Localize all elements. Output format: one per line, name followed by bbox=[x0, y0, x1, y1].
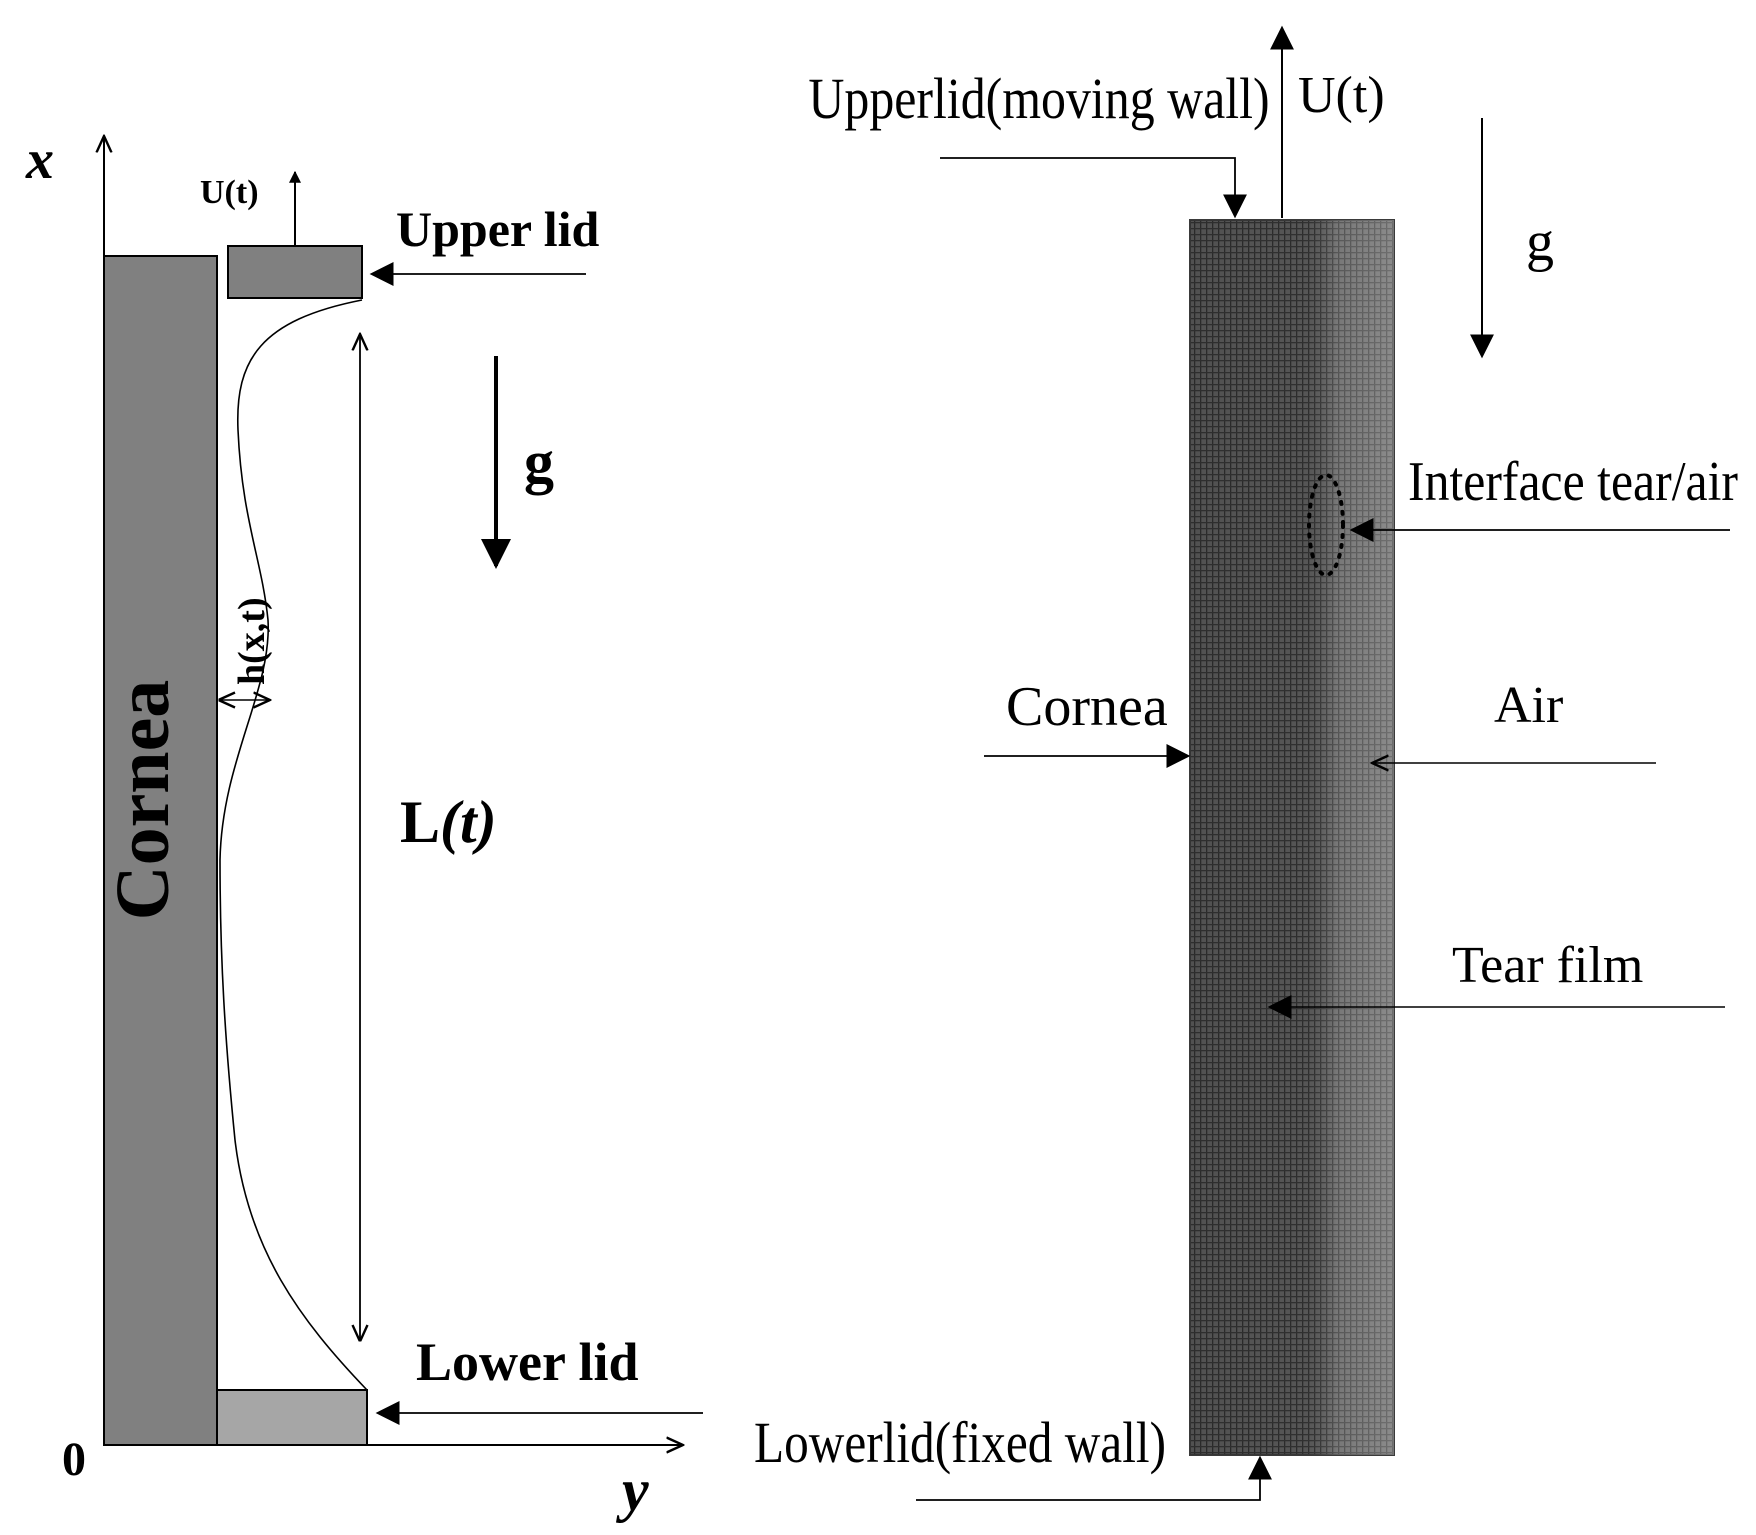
upperlid-velocity-label: U(t) bbox=[1298, 67, 1385, 124]
cornea-block bbox=[103, 255, 218, 1446]
cornea-vertical-label: Cornea bbox=[101, 680, 185, 921]
length-label: L(t) bbox=[400, 789, 497, 855]
tear-film-profile-curve bbox=[219, 299, 368, 1391]
gravity-label-left: g bbox=[524, 429, 554, 495]
tear-film-label: Tear film bbox=[1452, 937, 1643, 994]
lowerlid-fixed-wall-label: Lowerlid(fixed wall) bbox=[754, 1410, 1166, 1475]
lower-lid-label: Lower lid bbox=[416, 1332, 639, 1392]
upper-lid-label: Upper lid bbox=[396, 201, 599, 257]
lowerlid-pointer-arrow bbox=[916, 1455, 1272, 1501]
air-label: Air bbox=[1494, 677, 1563, 734]
upperlid-moving-wall-label: Upperlid(moving wall) bbox=[808, 67, 1269, 131]
cornea-label-right: Cornea bbox=[1006, 676, 1168, 738]
interface-label: Interface tear/air bbox=[1408, 451, 1738, 513]
upper-lid-block bbox=[227, 245, 363, 299]
upper-lid-velocity-label: U(t) bbox=[200, 174, 259, 211]
lower-lid-block bbox=[216, 1389, 368, 1446]
thickness-label: h(x,t) bbox=[231, 597, 273, 685]
mesh-domain-shading bbox=[1190, 220, 1394, 1455]
upperlid-pointer-arrow bbox=[940, 157, 1247, 219]
length-label-prefix: L bbox=[400, 789, 440, 855]
origin-label: 0 bbox=[62, 1433, 86, 1486]
interface-dotted-marker bbox=[1307, 473, 1345, 577]
y-axis-label: y bbox=[616, 1457, 649, 1523]
length-label-var: (t) bbox=[440, 789, 497, 855]
x-axis-label: x bbox=[25, 129, 54, 191]
gravity-label-right: g bbox=[1526, 211, 1554, 273]
